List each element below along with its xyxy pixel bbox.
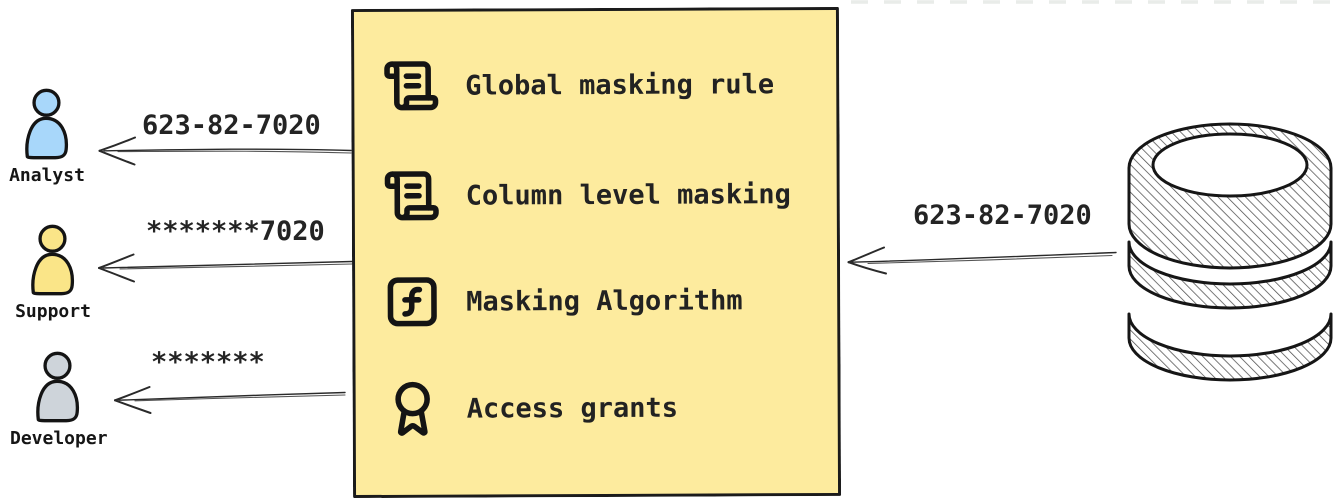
masking-box-row-column-masking: Column level masking [383, 164, 791, 226]
masking-rules-box: Global masking rule Column level masking… [350, 6, 842, 499]
arrow-box-to-developer [114, 386, 346, 414]
arrow-box-to-support [98, 253, 353, 283]
persona-developer: Developer [10, 349, 108, 449]
scroll-text-icon [384, 171, 439, 221]
persona-support: Support [8, 222, 98, 322]
masking-box-item-label: Column level masking [465, 178, 791, 212]
function-square-icon [387, 277, 437, 327]
masked-value-developer: ******* [151, 347, 265, 378]
source-value-database: 623-82-7020 [913, 200, 1092, 231]
arrow-box-to-analyst [98, 136, 352, 166]
masked-value-support: *******7020 [146, 216, 325, 247]
support-person-icon [31, 224, 75, 296]
scroll-text-icon [384, 61, 439, 111]
developer-person-icon [36, 351, 80, 423]
masking-box-item-label: Masking Algorithm [466, 284, 743, 318]
analyst-person-icon [25, 88, 69, 160]
award-icon [395, 381, 430, 436]
persona-analyst-label: Analyst [9, 165, 85, 186]
masked-value-analyst: 623-82-7020 [142, 110, 321, 141]
persona-developer-label: Developer [10, 428, 108, 449]
database-icon [1127, 122, 1333, 382]
masking-box-background [350, 6, 842, 499]
masking-box-row-global-rule: Global masking rule [382, 54, 774, 116]
masking-box-row-algorithm: Masking Algorithm [383, 270, 743, 332]
persona-support-label: Support [15, 301, 91, 322]
persona-analyst: Analyst [2, 86, 92, 186]
arrow-db-to-box [847, 246, 1117, 275]
masking-box-row-access-grants: Access grants [384, 378, 679, 439]
database [1118, 116, 1340, 396]
masking-box-item-label: Access grants [466, 392, 679, 425]
masking-box-item-label: Global masking rule [465, 68, 775, 102]
